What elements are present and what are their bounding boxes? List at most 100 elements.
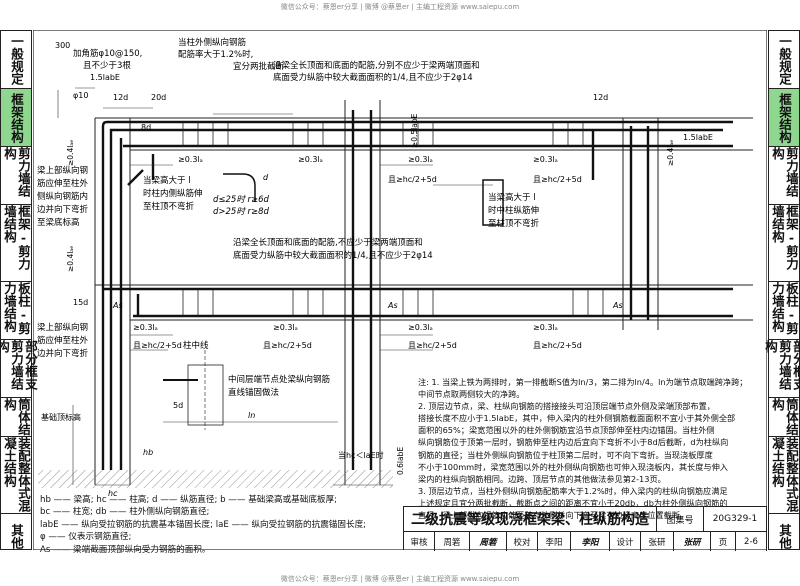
left-chapter-index: 一般规定框架结构剪力墙结构框架-剪力墙结构板柱-剪力墙结构部分框支剪力墙结构筒体…: [0, 30, 38, 550]
left-index-item[interactable]: 部分框支剪力墙结构: [0, 340, 38, 398]
dim-12d-b: 12d: [593, 93, 608, 102]
left-index-label: 板柱-剪力墙结构: [2, 282, 31, 335]
column-outlines: [94, 100, 659, 485]
left-index-label: 框架结构: [9, 92, 24, 143]
left-index-item[interactable]: 框架结构: [1, 89, 31, 147]
right-index-label: 一般规定: [777, 34, 792, 85]
note-left-b2: 筋应伸至柱外: [37, 335, 89, 346]
left-index-item[interactable]: 一般规定: [1, 31, 31, 89]
note-line: 中间节点取两侧较大的净跨。: [418, 389, 525, 400]
note-beam-high-1: 当梁高大于 l: [143, 175, 191, 186]
note-mid-beam-2: 底面受力纵筋中较大截面面积的1/4,且不应少于2φ14: [233, 250, 433, 261]
legend-line: As —— 梁端截面顶部纵向受力钢筋的面积。: [40, 544, 211, 555]
legend-line: labE —— 纵向受拉钢筋的抗震基本锚固长度; laE —— 纵向受拉钢筋的抗…: [40, 519, 367, 530]
symbol-legend: hb —— 梁高; hc —— 柱高; d —— 纵筋直径; b —— 基础梁高…: [40, 494, 410, 556]
review-label: 审核: [404, 532, 435, 551]
label-hc-lt-lae: 当hc＜laE时: [338, 450, 384, 460]
right-index-item[interactable]: 其他: [769, 514, 799, 559]
label-as-c: As: [612, 301, 623, 310]
note-line: 上述规定且宜分两批截断，截断点之间的距离不宜小于20db，db为柱外侧纵向钢筋的: [418, 497, 728, 508]
note-left-b1: 梁上部纵向钢: [37, 322, 88, 333]
note-mid-joint-2: 直线锚固做法: [228, 387, 279, 398]
note-mid-col-2: 时中柱纵筋伸: [488, 205, 539, 216]
note-col-outer-1: 当柱外侧纵向钢筋: [178, 37, 246, 48]
note-d-gt-25: d>25时 r≥8d: [213, 206, 270, 217]
mid-joint-detail-box: [187, 364, 224, 426]
mid-column-detail: [482, 179, 504, 226]
note-mid-joint-1: 中间层端节点处梁纵向钢筋: [228, 374, 330, 385]
note-line: 钢筋的直径；当柱外侧纵向钢筋位于柱顶第二层时，可不向下弯折。当现浇板厚度: [418, 449, 713, 460]
right-index-item[interactable]: 部分框支剪力墙结构: [763, 340, 800, 398]
note-line: 搭接长度不应小于1.5labE，其中，伸入梁内的柱外侧钢筋截面面积不宜小于其外侧…: [418, 413, 736, 424]
label-col-center: 柱中线: [183, 340, 209, 351]
label-foundation-top: 基础顶标高: [41, 412, 81, 422]
left-index-item[interactable]: 剪力墙结构: [1, 147, 31, 205]
right-index-item[interactable]: 框架结构: [769, 89, 799, 147]
dim-03la-a: ≥0.3lₐ: [178, 155, 203, 164]
dim-hc-d: 且≥hc/2+5d: [263, 341, 312, 350]
left-index-item[interactable]: 装配整体式混凝土结构: [1, 437, 31, 514]
atlas-number: 20G329-1: [704, 507, 767, 531]
dim-04lae-c: ≥0.4lₐₑ: [666, 140, 675, 166]
right-index-item[interactable]: 板柱-剪力墙结构: [769, 282, 799, 340]
dim-05labe: ≥0.5labE: [410, 113, 419, 148]
left-index-item[interactable]: 筒体结构: [1, 398, 31, 437]
detail-drawing: 加角筋φ10@150, 且不少于3根 当柱外侧纵向钢筋 配筋率大于1.2%时, …: [32, 29, 768, 551]
right-index-item[interactable]: 剪力墙结构: [769, 147, 799, 205]
right-index-label: 装配整体式混凝土结构: [770, 437, 799, 512]
review-signature: 周箬: [470, 532, 507, 551]
dim-04lae-b: ≥0.4lₐₑ: [66, 246, 75, 272]
note-d-le-25: d≤25时 r≥6d: [213, 194, 270, 205]
rebar-lines: [101, 110, 733, 470]
right-index-item[interactable]: 装配整体式混凝土结构: [769, 437, 799, 514]
dim-hc-e: 且≥hc/2+5d: [408, 341, 457, 350]
note-mid-col-1: 当梁高大于 l: [488, 192, 536, 203]
dim-15labe-a: 1.5labE: [90, 73, 120, 82]
dim-hc-f: 且≥hc/2+5d: [533, 341, 582, 350]
dim-8d: 8d: [141, 123, 151, 132]
left-index-item[interactable]: 其他: [1, 514, 31, 559]
right-index-item[interactable]: 一般规定: [769, 31, 799, 89]
dim-04lae-a: ≥0.4lₐₑ: [66, 140, 75, 166]
left-index-label: 筒体结构: [2, 398, 31, 436]
left-index-label: 装配整体式混凝土结构: [2, 437, 31, 512]
stirrup-ticks: [182, 122, 604, 316]
note-line: 3. 顶层边节点，当柱外侧纵向钢筋配筋率大于1.2%时，伸入梁内的柱纵向钢筋应满…: [418, 485, 728, 496]
right-chapter-index: 一般规定框架结构剪力墙结构框架-剪力墙结构板柱-剪力墙结构部分框支剪力墙结构筒体…: [763, 30, 800, 550]
dim-5d: 5d: [173, 401, 183, 410]
note-left-a1: 梁上部纵向钢: [37, 165, 88, 176]
left-index-item[interactable]: 框架-剪力墙结构: [1, 205, 31, 282]
dim-hc-label: hc: [108, 489, 118, 498]
dim-06labe: 0.6labE: [396, 447, 405, 475]
note-line: 2. 顶层边节点，梁、柱纵向钢筋的搭接接头可沿顶层端节点外侧及梁端顶部布置，: [418, 401, 715, 412]
watermark-top: 微信公众号：蔡恩er分享 | 微博 @蔡恩er | 主编工程资源 www.sai…: [280, 3, 520, 11]
dim-20d: 20d: [151, 93, 166, 102]
watermark-bottom: 微信公众号：蔡恩er分享 | 微博 @蔡恩er | 主编工程资源 www.sai…: [280, 575, 520, 583]
dim-03la-b: ≥0.3lₐ: [298, 155, 323, 164]
note-left-b3: 边并向下弯折: [37, 348, 89, 359]
note-mid-col-3: 至柱顶不弯折: [488, 218, 540, 229]
note-beam-high-2: 时柱内侧纵筋伸: [143, 188, 203, 199]
left-index-item[interactable]: 板柱-剪力墙结构: [1, 282, 31, 340]
note-col-outer-3: 宜分两批截断: [233, 61, 285, 72]
right-index-item[interactable]: 框架-剪力墙结构: [769, 205, 799, 282]
note-left-a2: 筋应伸至柱外: [37, 178, 89, 189]
note-left-a4: 边并向下弯折: [37, 204, 89, 215]
atlas-label: 图集号: [657, 507, 704, 531]
dim-hc-a: 且≥hc/2+5d: [388, 175, 437, 184]
right-index-label: 其他: [777, 524, 792, 549]
foundation-hatch: [38, 470, 393, 488]
notes-block: 注: 1. 当梁上铁为两排时，第一排截断S值为ln/3，第二排为ln/4。ln为…: [418, 376, 758, 521]
note-beam-top-2: 底面受力纵筋中较大截面面积的1/4,且不应少于2φ14: [273, 72, 473, 83]
right-index-label: 部分框支剪力墙结构: [763, 340, 800, 390]
dim-03la-h: ≥0.3lₐ: [533, 323, 558, 332]
right-index-label: 框架-剪力墙结构: [770, 205, 799, 270]
note-line: 不小于100mm时，梁宽范围以外的柱外侧纵向钢筋也可伸入现浇板内，其长度与伸入: [418, 461, 728, 472]
note-line: 梁内的柱纵向钢筋相同。边跨、顶层节点的其他做法参见第2-13页。: [418, 473, 666, 484]
note-left-a3: 侧纵向钢筋内: [37, 191, 88, 202]
check-label: 校对: [507, 532, 538, 551]
right-index-item[interactable]: 筒体结构: [769, 398, 799, 437]
label-as-b: As: [387, 301, 398, 310]
design-name: 张研: [641, 532, 674, 551]
note-corner-bars: 加角筋φ10@150,: [73, 48, 142, 59]
